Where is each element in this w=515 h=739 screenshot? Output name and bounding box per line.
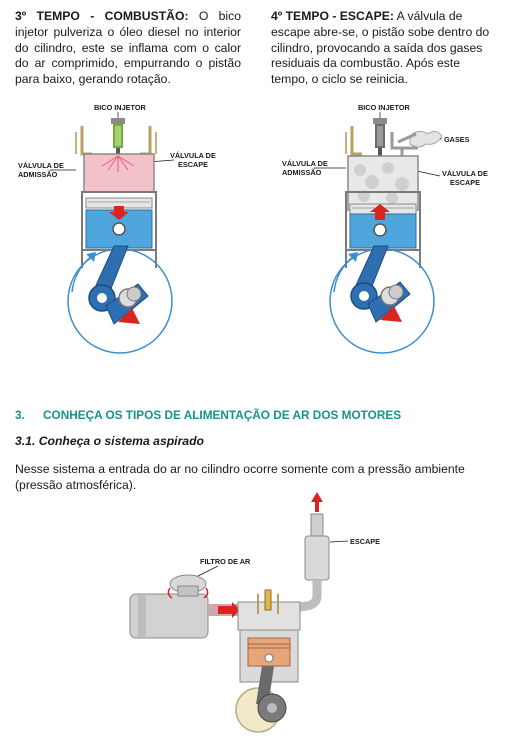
- subsection-heading: 3.1. Conheça o sistema aspirado: [15, 434, 204, 448]
- injector-label: BICO INJETOR: [94, 103, 146, 112]
- injector-label: BICO INJETOR: [358, 103, 410, 112]
- rotation-arrow: [333, 255, 355, 293]
- exhaust-label: ESCAPE: [350, 537, 380, 546]
- exhaust-valve: [140, 126, 157, 156]
- crankshaft: [350, 245, 411, 323]
- section-heading: 3. CONHEÇA OS TIPOS DE ALIMENTAÇÃO DE AR …: [15, 408, 401, 422]
- injector: [264, 589, 272, 611]
- section-title: CONHEÇA OS TIPOS DE ALIMENTAÇÃO DE AR DO…: [43, 408, 402, 422]
- exhaust-valve-label-2: ESCAPE: [178, 160, 208, 169]
- combustion-diagram: BICO INJETOR VÁLVULA DE ADMISSÃO VÁLVULA…: [18, 103, 216, 354]
- rotation-arrow: [71, 255, 93, 293]
- crankshaft: [88, 245, 149, 325]
- intake-valve-label-2: ADMISSÃO: [18, 170, 58, 179]
- stage3-paragraph: 3º TEMPO - COMBUSTÃO: O bico injetor pul…: [15, 9, 241, 88]
- exhaust-valve-label-1: VÁLVULA DE: [442, 169, 488, 178]
- section-number: 3.: [15, 408, 25, 422]
- piston: [85, 197, 153, 249]
- exhaust-diagram: BICO INJETOR GASES VÁLVULA DE ADMISSÃO V…: [282, 103, 488, 354]
- aspirated-system-diagram: FILTRO DE AR ESCAPE: [129, 492, 380, 733]
- air-filter-label: FILTRO DE AR: [200, 557, 251, 566]
- exhaust-valve-label-1: VÁLVULA DE: [170, 151, 216, 160]
- piston-up-arrow: [370, 204, 390, 220]
- combustion-chamber: [83, 153, 155, 193]
- exhaust-valve-label-2: ESCAPE: [450, 178, 480, 187]
- intake-valve: [75, 126, 92, 156]
- piston-down-arrow: [109, 206, 129, 220]
- intake-valve-label-1: VÁLVULA DE: [18, 161, 64, 170]
- muffler: [304, 535, 330, 581]
- intake-valve-label-1: VÁLVULA DE: [282, 159, 328, 168]
- injector: [373, 118, 387, 156]
- stage3-text: O bico injetor pulveriza o óleo diesel n…: [15, 9, 241, 87]
- air-filter: [129, 574, 209, 639]
- stage4-paragraph: 4º TEMPO - ESCAPE: A válvula de escape a…: [271, 9, 497, 88]
- stage4-text: A válvula de escape abre-se, o pistão so…: [271, 9, 490, 87]
- exhaust-gases: [409, 131, 443, 148]
- intake-valve-label-2: ADMISSÃO: [282, 168, 322, 177]
- intake-air-arrow: [218, 602, 240, 618]
- injector: [111, 118, 125, 156]
- stage3-title: 3º TEMPO - COMBUSTÃO:: [15, 9, 189, 23]
- gases-label: GASES: [444, 135, 470, 144]
- exhaust-arrow: [311, 492, 323, 512]
- stage4-title: 4º TEMPO - ESCAPE:: [271, 9, 394, 23]
- fuel-spray: [101, 155, 135, 172]
- section-paragraph: Nesse sistema a entrada do ar no cilindr…: [15, 462, 465, 492]
